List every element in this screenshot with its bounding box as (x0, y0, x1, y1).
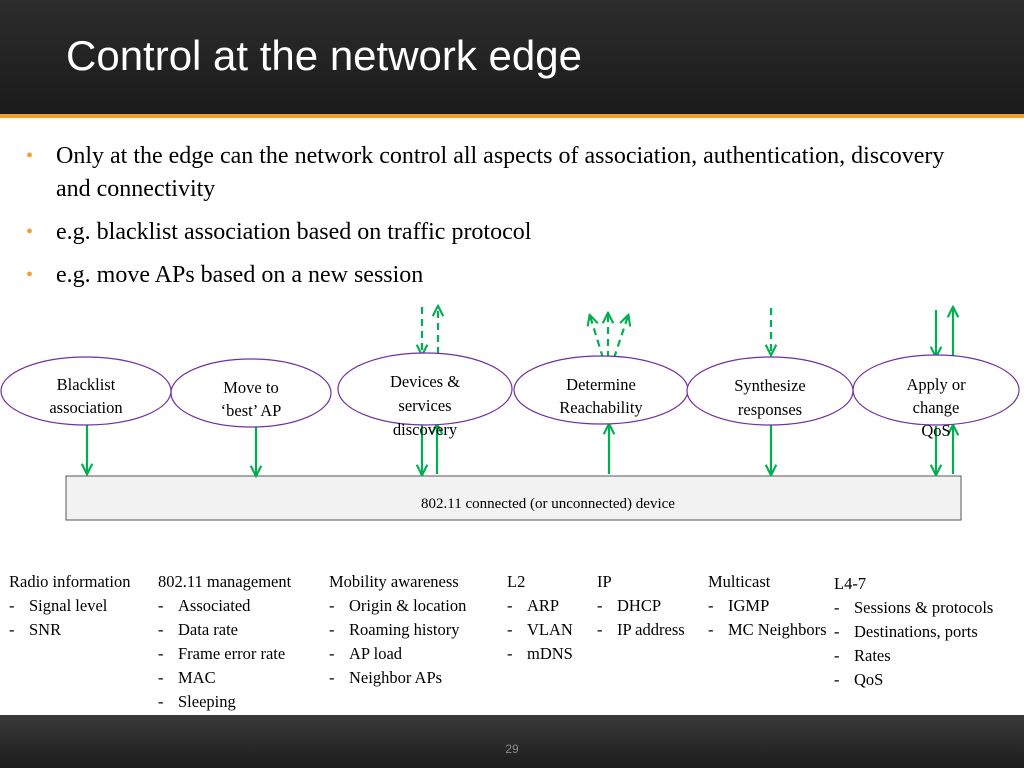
column-item: SNR (9, 618, 130, 642)
column-item: Data rate (158, 618, 291, 642)
column-title: Mobility awareness (329, 572, 459, 591)
device-label: 802.11 connected (or unconnected) device (421, 496, 675, 512)
bullet-dot-icon: • (26, 221, 34, 243)
column-title: L2 (507, 572, 526, 591)
node-label: Move to‘best’ AP (221, 378, 282, 420)
bullet-list: • Only at the edge can the network contro… (22, 140, 962, 302)
column-item: Neighbor APs (329, 666, 466, 690)
column-l2: L2 ARP VLAN mDNS (507, 570, 573, 666)
arrow-dashed-up (612, 316, 628, 359)
column-item: DHCP (597, 594, 685, 618)
column-title: L4-7 (834, 574, 867, 593)
column-item: IGMP (708, 594, 827, 618)
bullet-item: • e.g. blacklist association based on tra… (22, 216, 962, 249)
column-item: Associated (158, 594, 291, 618)
column-item: Sleeping (158, 690, 291, 714)
title-underline (0, 114, 1024, 118)
slide-title: Control at the network edge (66, 32, 582, 79)
column-item: Roaming history (329, 618, 466, 642)
column-title: IP (597, 572, 612, 591)
bullet-dot-icon: • (26, 145, 34, 167)
footer-bar (0, 715, 1024, 768)
bullet-text: e.g. blacklist association based on traf… (56, 219, 532, 245)
column-multicast: Multicast IGMP MC Neighbors (708, 570, 827, 642)
title-bar (0, 0, 1024, 114)
arrow-dashed-up (590, 316, 605, 359)
column-item: Frame error rate (158, 642, 291, 666)
node-devices-services-discovery (337, 352, 513, 426)
column-item: ARP (507, 594, 573, 618)
column-ip: IP DHCP IP address (597, 570, 685, 642)
bullet-item: • e.g. move APs based on a new session (22, 259, 962, 292)
node-move-to-best-ap (170, 358, 332, 428)
column-radio-information: Radio information Signal level SNR (9, 570, 130, 642)
column-title: 802.11 management (158, 572, 292, 591)
column-item: Signal level (9, 594, 130, 618)
column-item: QoS (834, 668, 993, 692)
column-item: mDNS (507, 642, 573, 666)
bullet-dot-icon: • (26, 264, 34, 286)
edge-control-diagram: 802.11 connected (or unconnected) device… (0, 295, 1020, 521)
column-item: AP load (329, 642, 466, 666)
column-80211-management: 802.11 management Associated Data rate F… (158, 570, 291, 714)
column-item: MAC (158, 666, 291, 690)
column-item: MC Neighbors (708, 618, 827, 642)
column-item: VLAN (507, 618, 573, 642)
bullet-text: Only at the edge can the network control… (56, 143, 945, 202)
column-item: Rates (834, 644, 993, 668)
column-item: Sessions & protocols (834, 596, 993, 620)
column-title: Radio information (9, 572, 131, 591)
bullet-text: e.g. move APs based on a new session (56, 262, 424, 288)
column-item: IP address (597, 618, 685, 642)
column-l4-7: L4-7 Sessions & protocols Destinations, … (834, 572, 993, 692)
device-box (65, 475, 962, 521)
column-item: Destinations, ports (834, 620, 993, 644)
column-item: Origin & location (329, 594, 466, 618)
bullet-item: • Only at the edge can the network contro… (22, 140, 962, 206)
column-title: Multicast (708, 572, 771, 591)
node-apply-change-qos (852, 354, 1020, 426)
column-mobility-awareness: Mobility awareness Origin & location Roa… (329, 570, 466, 690)
page-number: 29 (505, 742, 519, 756)
